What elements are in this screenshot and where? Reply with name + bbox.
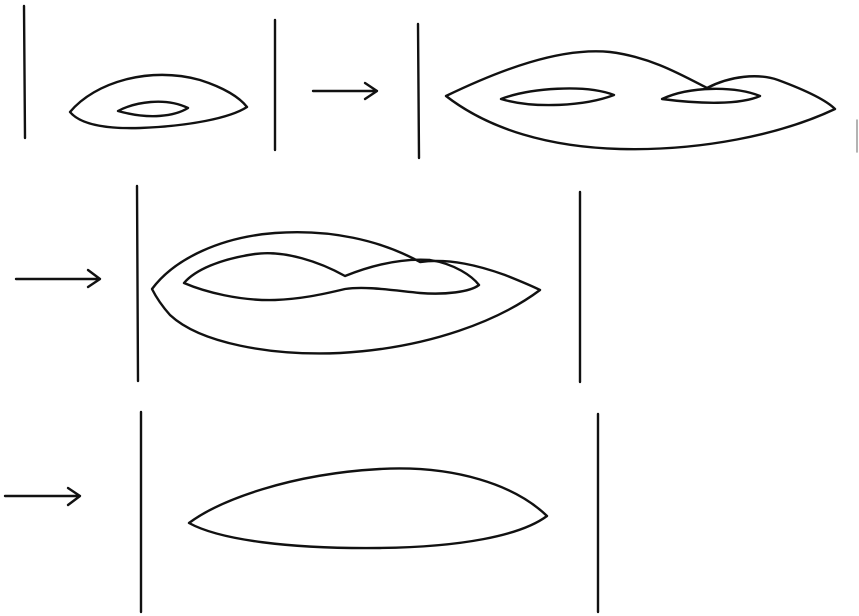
single-lens-curve xyxy=(189,468,547,548)
stage-2 xyxy=(418,24,857,158)
stage-3 xyxy=(137,186,580,382)
left-boundary-line xyxy=(24,6,25,138)
arrow-2 xyxy=(16,270,100,287)
left-boundary-line xyxy=(418,24,419,158)
stage-1 xyxy=(24,6,275,150)
right-arrow-icon xyxy=(5,488,80,505)
left-inner-loop xyxy=(501,88,614,105)
inner-lens-curve xyxy=(118,102,188,116)
arrow-1 xyxy=(313,83,377,99)
right-arrow-icon xyxy=(16,270,100,287)
arrow-3 xyxy=(5,488,80,505)
right-crossing-loop xyxy=(662,89,760,103)
stage-4 xyxy=(141,412,598,612)
right-arrow-icon xyxy=(313,83,377,99)
intersecting-inner-loop xyxy=(184,253,479,300)
left-boundary-line xyxy=(137,186,138,381)
